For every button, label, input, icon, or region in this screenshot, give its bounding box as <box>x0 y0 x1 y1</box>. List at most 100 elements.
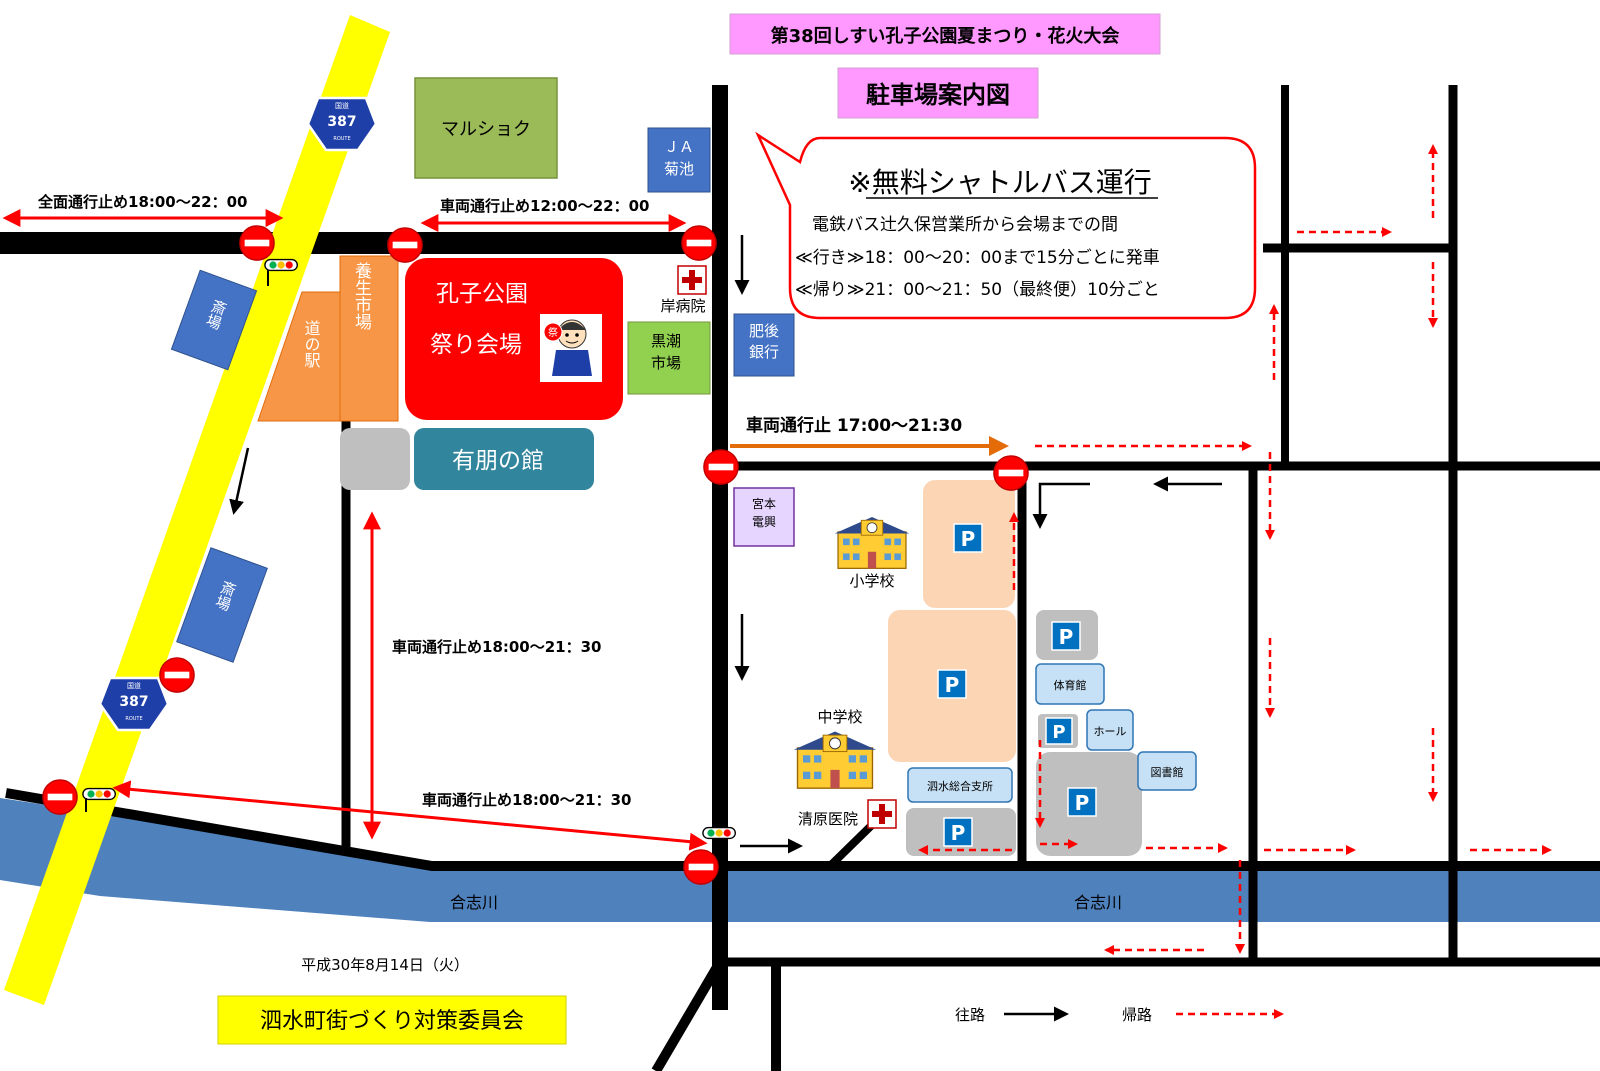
vehicle-closure-vertical-label: 車両通行止め18:00～21：30 <box>392 638 602 656</box>
shuttle-line-2: ≪行き≫18：00～20：00まで15分ごとに発車 <box>795 248 1160 268</box>
miyamoto-denko: 宮本 電興 <box>733 487 795 547</box>
kiyohara-clinic: 清原医院 <box>798 799 897 829</box>
traffic-light <box>702 826 736 840</box>
parking-lot-branch: P <box>906 808 1016 856</box>
svg-text:市場: 市場 <box>651 354 681 372</box>
mascot-badge: 祭 <box>548 327 558 339</box>
ariake-label: 有朋の館 <box>452 448 544 474</box>
marushoku-building: マルショク <box>414 77 558 179</box>
map-title: 駐車場案内図 <box>866 81 1010 109</box>
route-sign-label: 国道 <box>335 101 349 110</box>
svg-text:肥後: 肥後 <box>749 322 779 340</box>
svg-text:道の駅: 道の駅 <box>302 320 321 368</box>
route-sign-word: ROUTE <box>125 716 142 722</box>
shuttle-line-1: 電鉄バス辻久保営業所から会場までの間 <box>812 215 1118 235</box>
ja-kikuchi-building: ＪＡ 菊池 <box>647 127 711 193</box>
river-label-east: 合志川 <box>1074 893 1122 912</box>
svg-text:養生市場: 養生市場 <box>351 262 372 331</box>
road-network <box>0 85 1600 1071</box>
kishi-hospital: 岸病院 <box>660 265 707 315</box>
river-east <box>720 868 1600 922</box>
traffic-light <box>264 258 298 272</box>
svg-text:泗水総合支所: 泗水総合支所 <box>927 779 993 793</box>
legend-outbound-label: 往路 <box>955 1006 985 1024</box>
junior-high-label: 中学校 <box>817 708 862 726</box>
no-entry-sign <box>993 455 1029 491</box>
vehicle-closure-river-label: 車両通行止め18:00～21：30 <box>422 791 632 809</box>
svg-text:P: P <box>1075 791 1090 815</box>
elementary-school: 小学校 <box>834 516 910 590</box>
parking-lot-gym: P <box>1036 610 1098 660</box>
svg-text:体育館: 体育館 <box>1054 678 1087 692</box>
no-entry-sign <box>703 449 739 485</box>
closure-arrows <box>2 209 1009 851</box>
library-building: 図書館 <box>1137 751 1197 791</box>
yousei-market: 養生市場 <box>339 255 399 422</box>
full-closure-label: 全面通行止め18:00～22：00 <box>37 193 248 211</box>
committee-name: 泗水町街づくり対策委員会 <box>260 1009 524 1034</box>
event-title: 第38回しすい孔子公園夏まつり・花火大会 <box>771 25 1120 47</box>
svg-text:電興: 電興 <box>752 515 776 529</box>
shuttle-bus-callout: ※無料シャトルバス運行 電鉄バス辻久保営業所から会場までの間 ≪行き≫18：00… <box>755 131 1257 320</box>
outbound-route-arrows <box>229 235 1222 854</box>
route-sign-word: ROUTE <box>333 136 350 142</box>
kuroshio-market: 黒潮 市場 <box>627 321 711 395</box>
svg-text:銀行: 銀行 <box>749 343 779 361</box>
hall-building: ホール <box>1086 709 1134 751</box>
no-entry-sign <box>239 225 275 261</box>
route-sign-number: 387 <box>119 694 148 710</box>
ariake-no-yakata: 有朋の館 <box>340 428 594 490</box>
festival-venue-line-1: 孔子公園 <box>436 281 528 307</box>
map-date: 平成30年8月14日（火） <box>301 956 469 974</box>
vehicle-closure-evening-label: 車両通行止 17:00～21:30 <box>746 415 962 436</box>
svg-text:P: P <box>951 821 966 845</box>
parking-lot-junior-high: P <box>888 610 1016 762</box>
svg-text:P: P <box>961 527 976 551</box>
shuttle-title: ※無料シャトルバス運行 <box>848 166 1151 199</box>
map-title-box: 駐車場案内図 <box>837 67 1039 119</box>
svg-text:黒潮: 黒潮 <box>651 332 681 350</box>
festival-mascot: 祭 <box>540 314 602 382</box>
route-387-shield-south: 国道 387 ROUTE <box>98 676 170 732</box>
marushoku-label: マルショク <box>441 119 531 140</box>
shisui-branch-office: 泗水総合支所 <box>907 767 1013 803</box>
festival-venue: 孔子公園 祭り会場 祭 <box>405 258 623 420</box>
no-entry-sign <box>683 849 719 885</box>
committee-box: 泗水町街づくり対策委員会 <box>217 995 567 1045</box>
elementary-label: 小学校 <box>849 572 894 590</box>
traffic-light <box>82 787 116 801</box>
festival-venue-line-2: 祭り会場 <box>430 332 522 358</box>
route-sign-label: 国道 <box>127 681 141 690</box>
no-entry-sign <box>681 225 717 261</box>
no-entry-sign <box>387 227 423 263</box>
no-entry-sign <box>42 779 78 815</box>
svg-text:宮本: 宮本 <box>752 496 776 511</box>
parking-lot-hall-small: P <box>1038 714 1078 748</box>
saijo-south: 斎場 <box>176 547 268 663</box>
parking-lot-elementary: P <box>923 480 1015 608</box>
traffic-lights <box>82 258 736 840</box>
svg-text:P: P <box>1059 625 1074 649</box>
kishi-hospital-label: 岸病院 <box>660 297 705 315</box>
route-legend: 往路 帰路 <box>955 1006 1284 1024</box>
event-title-box: 第38回しすい孔子公園夏まつり・花火大会 <box>729 13 1161 55</box>
river-label-west: 合志川 <box>450 893 498 912</box>
svg-text:P: P <box>945 673 960 697</box>
kiyohara-label: 清原医院 <box>798 810 858 828</box>
route-sign-number: 387 <box>327 114 356 130</box>
svg-text:ＪＡ: ＪＡ <box>664 138 694 156</box>
junior-high-school: 中学校 <box>793 708 877 789</box>
route-387-shield-north: 国道 387 ROUTE <box>306 96 378 152</box>
saijo-north: 斎場 <box>170 269 258 371</box>
vehicle-closure-noon-label: 車両通行止め12:00～22：00 <box>440 197 650 215</box>
return-route-arrows <box>918 144 1552 955</box>
gymnasium: 体育館 <box>1035 663 1105 705</box>
svg-text:ホール: ホール <box>1094 725 1127 738</box>
svg-text:P: P <box>1052 722 1065 743</box>
shuttle-line-3: ≪帰り≫21：00～21：50（最終便）10分ごと <box>795 280 1160 300</box>
higo-bank: 肥後 銀行 <box>733 313 795 377</box>
no-entry-sign <box>159 657 195 693</box>
svg-text:図書館: 図書館 <box>1151 765 1184 779</box>
legend-return-label: 帰路 <box>1122 1006 1152 1024</box>
